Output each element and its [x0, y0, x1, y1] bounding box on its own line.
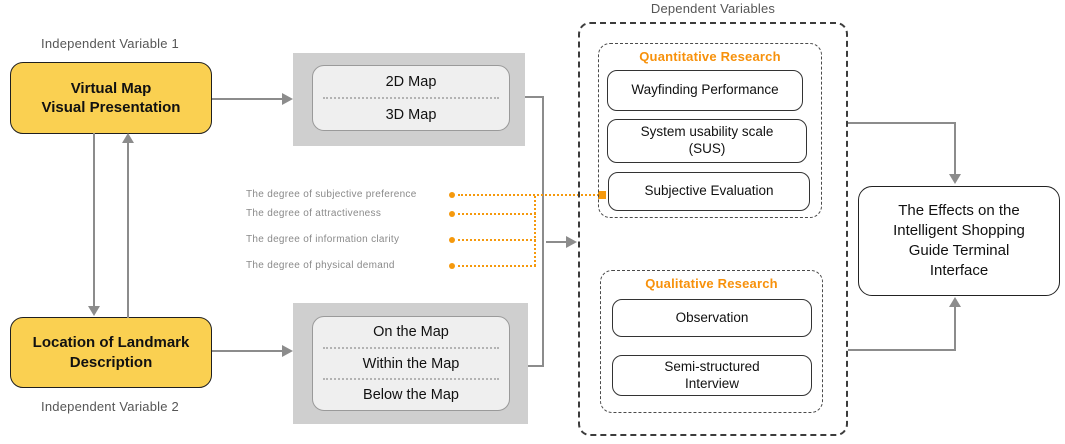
- arrow-line-bracket-to-dependent: [546, 241, 567, 243]
- independent-variable-2-label: Independent Variable 2: [41, 399, 179, 414]
- dotted-link-vertical-join: [534, 196, 536, 266]
- connector-quantitative-to-outcome-v: [954, 122, 956, 174]
- bracket-bottom-segment: [528, 365, 544, 367]
- bullet-dot-icon: [449, 211, 455, 217]
- option-below-the-map: Below the Map: [363, 387, 459, 404]
- dotted-link-information-clarity: [458, 239, 536, 241]
- dotted-link-attractiveness: [458, 213, 536, 215]
- arrow-right-icon: [566, 236, 577, 248]
- bracket-top-segment: [525, 96, 544, 98]
- option-2d-map: 2D Map: [385, 73, 437, 90]
- landmark-location-options: On the Map Within the Map Below the Map: [312, 316, 510, 411]
- dotted-divider: [323, 378, 499, 381]
- arrow-down-icon: [88, 306, 100, 316]
- measure-subjective-preference: The degree of subjective preference: [246, 189, 417, 200]
- bullet-square-icon: [598, 191, 606, 199]
- bullet-dot-icon: [449, 263, 455, 269]
- arrow-down-icon: [949, 174, 961, 184]
- virtual-map-visual-presentation-box: Virtual Map Visual Presentation: [10, 62, 212, 134]
- arrow-right-icon: [282, 345, 293, 357]
- dotted-divider: [323, 346, 499, 349]
- dependent-variables-group: [578, 22, 848, 436]
- wayfinding-performance-box: Wayfinding Performance: [607, 70, 803, 111]
- arrow-up-icon: [122, 133, 134, 143]
- observation-box: Observation: [612, 299, 812, 337]
- dependent-variables-title: Dependent Variables: [650, 1, 776, 16]
- bullet-dot-icon: [449, 237, 455, 243]
- qualitative-research-group: [600, 270, 823, 413]
- connector-quantitative-to-outcome-h: [848, 122, 956, 124]
- measure-physical-demand: The degree of physical demand: [246, 260, 395, 271]
- connector-qualitative-to-outcome-h: [848, 349, 956, 351]
- dotted-divider: [323, 97, 499, 99]
- outcome-effects-box: The Effects on the Intelligent Shopping …: [858, 186, 1060, 296]
- subjective-evaluation-box: Subjective Evaluation: [608, 172, 810, 211]
- independent-variable-1-label: Independent Variable 1: [41, 36, 179, 51]
- arrow-line-iv2-to-iv1: [127, 142, 129, 318]
- quantitative-research-group: [598, 43, 822, 218]
- arrow-line-iv2-to-locations: [212, 350, 283, 352]
- option-3d-map: 3D Map: [385, 106, 437, 123]
- semi-structured-interview-box: Semi-structured Interview: [612, 355, 812, 396]
- quantitative-research-title: Quantitative Research: [639, 49, 781, 64]
- arrow-up-icon: [949, 297, 961, 307]
- map-presentation-options: 2D Map 3D Map: [312, 65, 510, 131]
- arrow-line-iv1-to-maps: [212, 98, 283, 100]
- arrow-right-icon: [282, 93, 293, 105]
- measure-attractiveness: The degree of attractiveness: [246, 208, 382, 219]
- measure-information-clarity: The degree of information clarity: [246, 234, 400, 245]
- qualitative-research-title: Qualitative Research: [645, 276, 778, 291]
- system-usability-scale-box: System usability scale (SUS): [607, 119, 807, 163]
- dotted-link-physical-demand: [458, 265, 536, 267]
- option-within-the-map: Within the Map: [362, 355, 460, 372]
- bracket-vertical-segment: [542, 96, 544, 367]
- location-of-landmark-description-box: Location of Landmark Description: [10, 317, 212, 388]
- option-on-the-map: On the Map: [373, 323, 449, 340]
- arrow-line-iv1-to-iv2: [93, 133, 95, 307]
- bullet-dot-icon: [449, 192, 455, 198]
- connector-qualitative-to-outcome-v: [954, 306, 956, 351]
- dotted-link-preference-to-subjective-evaluation: [458, 194, 599, 196]
